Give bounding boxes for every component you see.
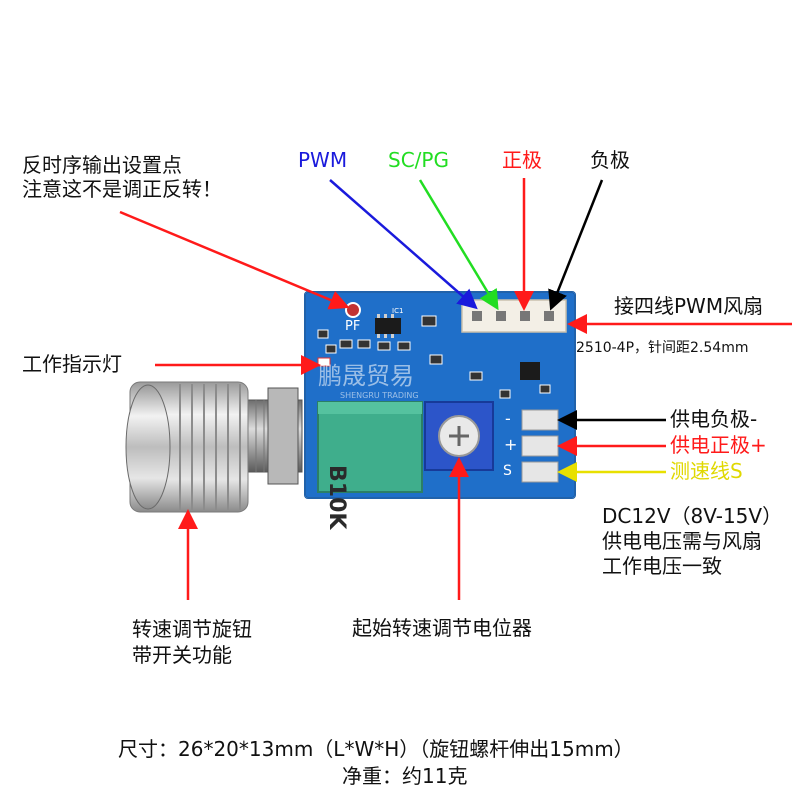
label-fan-connector: 接四线PWM风扇 — [614, 294, 764, 318]
watermark: 鹏晟贸易 — [318, 362, 414, 390]
label-sc-pg: SC/PG — [388, 148, 449, 172]
trimmer-pot — [424, 401, 494, 471]
label-size: 尺寸：26*20*13mm（L*W*H）（旋钮螺杆伸出15mm） — [118, 737, 634, 761]
fan-connector — [461, 299, 567, 333]
label-pwm: PWM — [298, 148, 348, 172]
label-speed-knob: 转速调节旋钮 带开关功能 — [132, 617, 252, 667]
label-reverse-timing: 反时序输出设置点 注意这不是调正反转！ — [22, 153, 222, 201]
label-start-pot: 起始转速调节电位器 — [352, 616, 532, 640]
label-supply-positive: 供电正极+ — [670, 433, 767, 457]
pot-mark: B10K — [324, 465, 349, 530]
pf-pad — [345, 302, 361, 318]
pot-nut — [267, 387, 299, 485]
label-weight: 净重：约11克 — [342, 764, 468, 788]
arrow-sc-pg — [418, 179, 499, 311]
smd-components — [317, 315, 551, 399]
label-positive: 正极 — [502, 148, 542, 172]
arrows — [119, 178, 792, 600]
label-connector-spec: 2510-4P，针间距2.54mm — [576, 340, 749, 356]
label-supply-negative: 供电负极- — [670, 407, 758, 431]
speed-pot-body — [317, 401, 423, 493]
power-pads — [521, 409, 559, 483]
pad-plus: + — [504, 435, 517, 454]
label-power-spec: DC12V（8V-15V） 供电电压需与风扇 工作电压一致 — [602, 504, 783, 578]
label-negative: 负极 — [590, 148, 630, 172]
pad-minus: - — [505, 409, 511, 428]
arrow-reverse-timing — [119, 210, 350, 310]
label-indicator-led: 工作指示灯 — [22, 352, 122, 376]
label-tach-line: 测速线S — [670, 459, 743, 483]
arrow-negative — [548, 179, 604, 311]
watermark-sub: SHENGRU TRADING — [340, 391, 419, 400]
ic1-chip — [375, 318, 401, 334]
speed-knob — [125, 381, 249, 513]
pf-mark: PF — [345, 319, 360, 334]
arrow-pwm — [329, 179, 478, 310]
ic-mark: IC1 — [392, 307, 403, 315]
pad-s: S — [503, 463, 512, 479]
